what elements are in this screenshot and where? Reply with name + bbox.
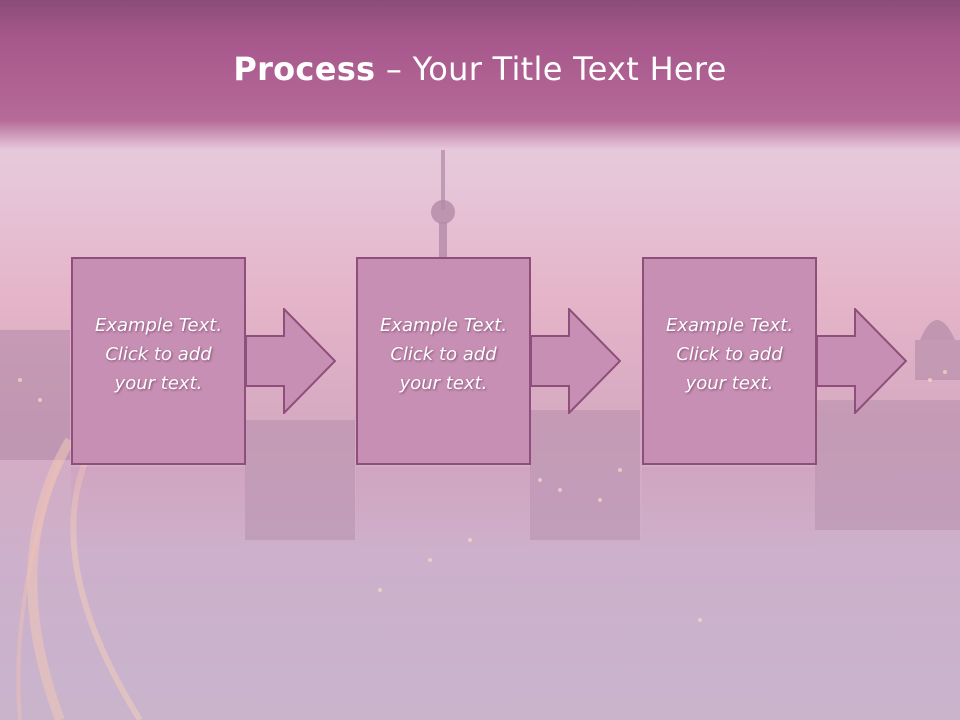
- step-3-text: Example Text. Click to add your text.: [665, 315, 794, 394]
- arrow-right-icon: [531, 308, 621, 414]
- arrow-right-icon: [246, 308, 336, 414]
- title-rest: – Your Title Text Here: [375, 50, 727, 88]
- step-2-reflection: [356, 467, 531, 547]
- slide-title[interactable]: Process – Your Title Text Here: [0, 50, 960, 88]
- step-1-text: Example Text. Click to add your text.: [94, 315, 223, 394]
- arrow-right-icon: [817, 308, 907, 414]
- title-bold: Process: [233, 50, 376, 88]
- process-step-3-box[interactable]: Example Text. Click to add your text.: [642, 257, 817, 465]
- process-step-1-box[interactable]: Example Text. Click to add your text.: [71, 257, 246, 465]
- process-step-2-box[interactable]: Example Text. Click to add your text.: [356, 257, 531, 465]
- step-2-text: Example Text. Click to add your text.: [379, 315, 508, 394]
- step-1-reflection: [71, 467, 246, 547]
- step-3-reflection: [642, 467, 817, 547]
- title-band: [0, 0, 960, 150]
